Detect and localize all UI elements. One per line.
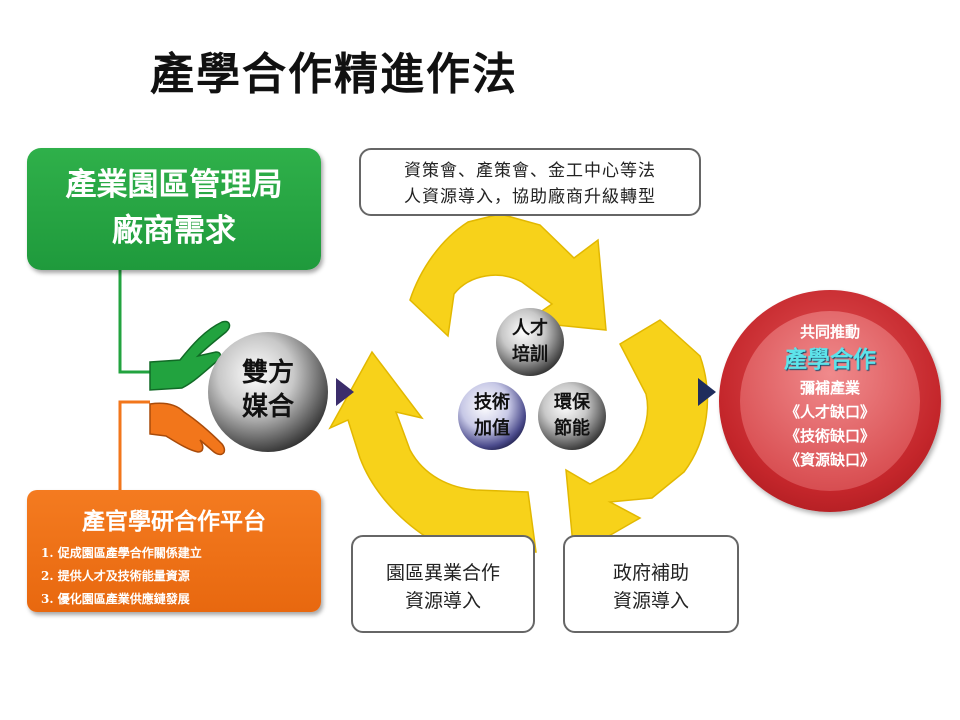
legal-entity-box: 資策會、產策會、金工中心等法 人資源導入，協助廠商升級轉型 [359, 148, 701, 216]
arrow-right-icon-2 [698, 378, 716, 406]
green-hand-icon [149, 320, 231, 391]
gov-subsidy-line2: 資源導入 [612, 590, 689, 612]
talent-sphere [496, 308, 564, 376]
park-bureau-line2: 廠商需求 [112, 213, 236, 249]
result-circle-inner [740, 311, 920, 491]
orange-hand-icon [149, 402, 226, 456]
platform-item-1: 1. 促成園區產學合作關係建立 [41, 546, 202, 560]
talent-line2: 培訓 [512, 344, 548, 365]
matchmaking-line2: 媒合 [241, 392, 294, 422]
orange-connector [118, 400, 150, 490]
arrow-right-icon [336, 378, 354, 406]
park-bureau-box: 產業園區管理局 廠商需求 [27, 148, 321, 270]
platform-box: 產官學研合作平台 1. 促成園區產學合作關係建立 2. 提供人才及技術能量資源 … [27, 490, 321, 612]
matchmaking-sphere [208, 332, 328, 452]
matchmaking-line1: 雙方 [241, 358, 294, 388]
gov-subsidy-box: 政府補助 資源導入 [563, 535, 739, 633]
matchmaking-label: 雙方 媒合 [208, 356, 328, 424]
result-gap-resource: 《資源缺口》 [784, 451, 875, 469]
cross-industry-line2: 資源導入 [404, 590, 481, 612]
result-gap-talent: 《人才缺口》 [784, 403, 875, 421]
eco-line2: 節能 [554, 418, 590, 439]
cross-industry-line1: 園區異業合作 [385, 562, 500, 584]
platform-title: 產官學研合作平台 [82, 508, 266, 535]
cross-industry-box: 園區異業合作 資源導入 [351, 535, 535, 633]
recycle-arrows-icon [328, 213, 709, 558]
gov-subsidy-line1: 政府補助 [612, 562, 689, 584]
tech-line1: 技術 [474, 392, 510, 413]
result-line3: 彌補產業 [799, 379, 860, 397]
page-title: 產學合作精進作法 [150, 49, 518, 100]
platform-item-3: 3. 優化園區產業供應鏈發展 [41, 592, 190, 606]
result-line1: 共同推動 [799, 323, 860, 341]
eco-line1: 環保 [554, 392, 590, 413]
talent-label: 人才 培訓 [496, 316, 564, 368]
result-gap-tech: 《技術缺口》 [784, 427, 875, 445]
eco-label: 環保 節能 [538, 390, 606, 442]
tech-label: 技術 加值 [458, 390, 526, 442]
platform-item-2: 2. 提供人才及技術能量資源 [41, 569, 190, 583]
legal-entity-line2: 人資源導入，協助廠商升級轉型 [404, 187, 656, 207]
talent-line1: 人才 [512, 318, 548, 339]
eco-sphere [538, 382, 606, 450]
park-bureau-line1: 產業園區管理局 [65, 167, 283, 203]
result-highlight: 產學合作 [784, 346, 876, 373]
result-text: 共同推動 產學合作 彌補產業 《人才缺口》 《技術缺口》 《資源缺口》 [730, 320, 930, 472]
green-connector [118, 270, 152, 374]
tech-line2: 加值 [474, 418, 510, 439]
tech-sphere [458, 382, 526, 450]
legal-entity-line1: 資策會、產策會、金工中心等法 [404, 161, 656, 181]
